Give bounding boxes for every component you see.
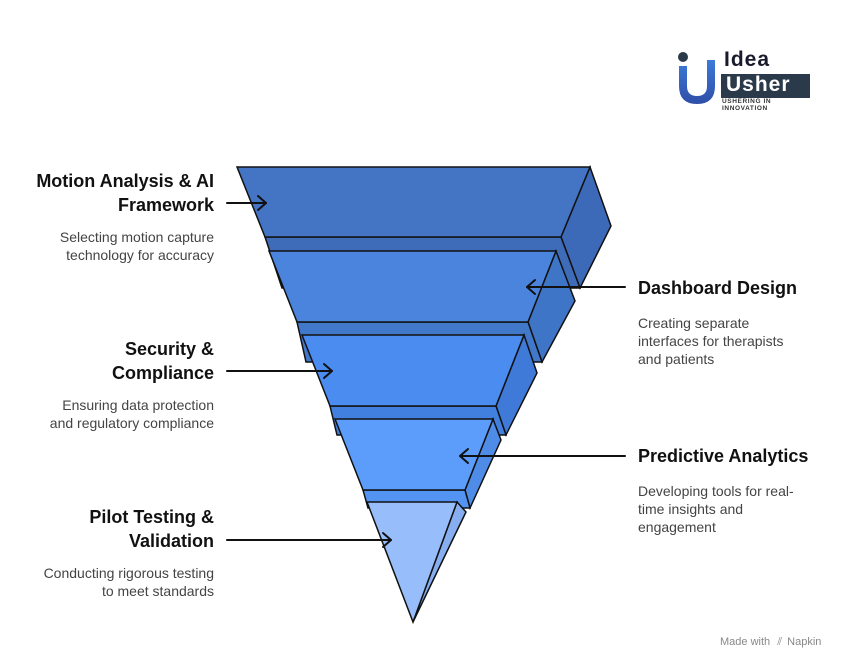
credit-text: Made with [720, 636, 771, 648]
stage-4-desc-line-1: Developing tools for real- [638, 483, 794, 499]
logo-usher-box [721, 74, 810, 98]
stage-1-description: Selecting motion capture technology for … [60, 228, 214, 264]
funnel-layer-5 [365, 500, 467, 625]
stage-4-description: Developing tools for real- time insights… [638, 482, 794, 536]
stage-3-title-line-2: Compliance [111, 363, 214, 383]
stage-5-title-line-2: Validation [128, 531, 214, 551]
stage-1-title-line-2: Framework [117, 195, 214, 215]
stage-5-desc-line-2: to meet standards [101, 583, 214, 599]
stage-1-desc-line-2: technology for accuracy [66, 247, 214, 263]
stage-5-desc-line-1: Conducting rigorous testing [43, 565, 214, 581]
stage-1-arrow [226, 195, 267, 211]
credit-brand: Napkin [787, 636, 822, 648]
stage-5-title: Pilot Testing & Validation [89, 505, 214, 553]
funnel-layer-4 [333, 416, 502, 511]
funnel-layer-5-front [365, 501, 459, 625]
stage-1-title-line-1: Motion Analysis & AI [36, 171, 214, 191]
stage-4-desc-line-3: engagement [638, 519, 716, 535]
stage-5-title-line-1: Pilot Testing & [89, 507, 214, 527]
logo-mark-icon [678, 52, 715, 104]
funnel-layer-2-front [267, 250, 558, 323]
stage-4-title-line-1: Predictive Analytics [638, 446, 809, 466]
logo-word-usher: Usher [726, 73, 791, 96]
stage-3-arrow [226, 363, 333, 379]
logo-word-idea: Idea [724, 48, 771, 71]
napkin-logo-icon: ⫽ [777, 636, 783, 648]
stage-3-desc-line-1: Ensuring data protection [62, 397, 214, 413]
stage-5-description: Conducting rigorous testing to meet stan… [44, 564, 214, 600]
stage-2-desc-line-1: Creating separate [638, 315, 750, 331]
stage-2-description: Creating separate interfaces for therapi… [638, 314, 784, 368]
stage-2-desc-line-2: interfaces for therapists [638, 333, 784, 349]
stage-2-arrow [526, 279, 626, 295]
stage-4-desc-line-2: time insights and [638, 501, 744, 517]
funnel-layer-3-front [300, 334, 526, 407]
stage-3-description: Ensuring data protection and regulatory … [50, 396, 214, 432]
stage-4-title: Predictive Analytics [638, 444, 808, 468]
napkin-credit[interactable]: Made with ⫽ Napkin [720, 636, 821, 649]
stage-2-title: Dashboard Design [638, 276, 797, 300]
stage-3-title: Security & Compliance [112, 337, 214, 385]
funnel-layer-2 [267, 248, 576, 364]
logo-tagline: USHERING IN INNOVATION [722, 98, 772, 112]
stage-3-desc-line-2: and regulatory compliance [49, 415, 214, 431]
idea-usher-logo: Idea Usher USHERING IN INNOVATION [676, 48, 816, 112]
stage-2-title-line-1: Dashboard Design [638, 278, 798, 298]
stage-3-title-line-1: Security & [124, 339, 214, 359]
funnel-layer-1-front [235, 166, 592, 238]
stage-2-desc-line-3: and patients [638, 351, 715, 367]
stage-1-title: Motion Analysis & AI Framework [36, 169, 214, 217]
funnel-layer-4-front [333, 418, 495, 491]
stage-4-arrow [459, 448, 626, 464]
stage-5-arrow [226, 532, 392, 548]
stage-1-desc-line-1: Selecting motion capture [59, 229, 214, 245]
